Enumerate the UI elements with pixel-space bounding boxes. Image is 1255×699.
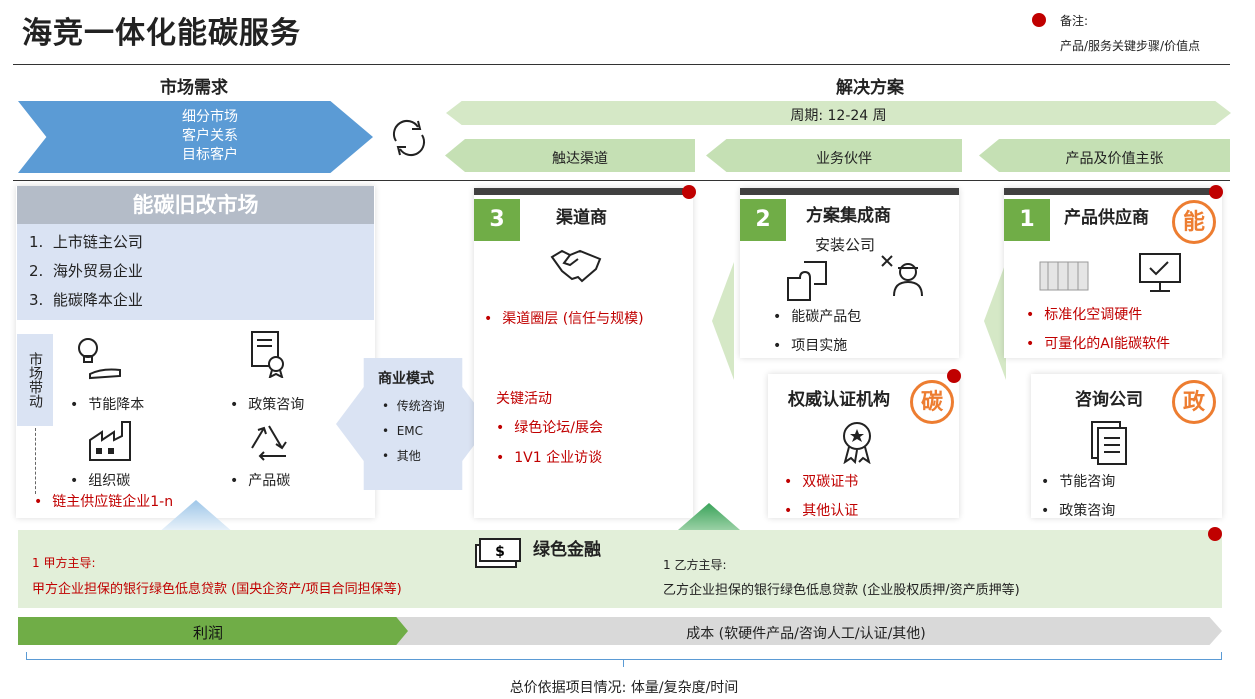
chevron-value-label: 产品及价值主张: [1065, 151, 1164, 167]
supplier-item: 标准化空调硬件: [1026, 304, 1142, 324]
chevron-channel: [445, 139, 695, 172]
market-drive-tab: 市场带动: [17, 334, 53, 426]
certification-item: 双碳证书: [784, 471, 858, 491]
integrator-item: 项目实施: [773, 335, 847, 355]
integrator-title: 方案集成商: [806, 206, 891, 226]
solution-title: 解决方案: [836, 78, 904, 98]
lightbulb-hand-icon: [72, 334, 124, 380]
certification-red-dot: [947, 369, 961, 383]
key-activity-item: 绿色论坛/展会: [496, 417, 603, 437]
party-b-title: 1 乙方主导:: [663, 558, 727, 572]
consulting-item: 节能咨询: [1041, 471, 1115, 491]
channel-red-dot: [682, 185, 696, 199]
demand-item: 细分市场: [182, 109, 238, 125]
money-icon: $: [474, 535, 522, 569]
left-panel-header: 能碳旧改市场: [17, 186, 374, 224]
icon-label: 政策咨询: [230, 394, 304, 414]
supplier-item: 可量化的AI能碳软件: [1026, 333, 1170, 353]
market-demand-title: 市场需求: [160, 78, 228, 98]
key-activities-title: 关键活动: [496, 391, 552, 407]
green-finance-title: 绿色金融: [533, 540, 601, 560]
demand-arrow: [18, 101, 373, 173]
icon-label: 组织碳: [70, 470, 130, 490]
cycle-icon: [388, 117, 430, 159]
note-label: 备注:: [1060, 14, 1089, 28]
chevron-value: [979, 139, 1230, 172]
note-text: 产品/服务关键步骤/价值点: [1060, 39, 1201, 53]
supplier-step-number: 1: [1004, 199, 1050, 241]
business-model-title: 商业模式: [378, 371, 434, 387]
supplier-title: 产品供应商: [1064, 208, 1149, 228]
supply-chain-item: 链主供应链企业1-n: [34, 491, 173, 511]
integrator-item: 能碳产品包: [773, 306, 861, 326]
recycle-icon: [246, 422, 292, 464]
cycle-text: 周期: 12-24 周: [790, 108, 887, 124]
channel-step-number: 3: [474, 199, 520, 241]
channel-top-bar: [474, 188, 683, 195]
left-list-item: 3. 能碳降本企业: [29, 291, 143, 309]
business-model-item: • 其他: [382, 449, 421, 463]
consulting-item: 政策咨询: [1041, 500, 1115, 520]
documents-icon: [1090, 420, 1132, 466]
partner-left-arrow: [712, 262, 734, 380]
green-finance-band: [18, 530, 1222, 608]
key-activity-item: 1V1 企业访谈: [496, 447, 602, 467]
worker-icon: [878, 252, 926, 298]
demand-item: 客户关系: [182, 128, 238, 144]
integrator-step-number: 2: [740, 199, 786, 241]
hvac-unit-icon: [1038, 258, 1090, 292]
integrator-top-bar: [740, 188, 959, 195]
party-a-text: 甲方企业担保的银行绿色低息贷款 (国央企资产/项目合同担保等): [32, 582, 402, 597]
finance-red-dot: [1208, 527, 1222, 541]
header-divider: [13, 180, 1230, 181]
certification-item: 其他认证: [784, 500, 858, 520]
award-icon: [837, 420, 877, 464]
puzzle-icon: [784, 258, 830, 302]
left-list-item: 2. 海外贸易企业: [29, 262, 143, 280]
note-red-dot: [1032, 13, 1046, 27]
carbon-badge: 碳: [910, 380, 954, 424]
channel-title: 渠道商: [556, 208, 607, 228]
left-list-item: 1. 上市链主公司: [29, 233, 143, 251]
supplier-red-dot: [1209, 185, 1223, 199]
left-list-box: [17, 224, 374, 320]
business-model-list: • 传统咨询 • EMC • 其他: [382, 394, 445, 469]
channel-circle-item: 渠道圈层 (信任与规模): [484, 308, 643, 328]
cycle-band: [446, 101, 1231, 125]
total-bracket: [26, 652, 1222, 660]
top-divider: [13, 64, 1230, 65]
integrator-subtitle: 安装公司: [815, 236, 876, 254]
certification-title: 权威认证机构: [788, 390, 890, 410]
icon-label: 产品碳: [230, 470, 290, 490]
page-title: 海竞一体化能碳服务: [22, 16, 301, 51]
chevron-partners-label: 业务伙伴: [816, 151, 872, 167]
cost-text: 成本 (软硬件产品/咨询人工/认证/其他): [686, 626, 926, 642]
icon-label: 节能降本: [70, 394, 144, 414]
svg-text:$: $: [495, 544, 505, 560]
chevron-partners: [706, 139, 962, 172]
profit-arrow: [18, 617, 408, 645]
party-a-title: 1 甲方主导:: [32, 556, 96, 570]
demand-item: 目标客户: [182, 147, 238, 163]
business-model-item: • EMC: [382, 424, 424, 438]
energy-badge: 能: [1172, 200, 1216, 244]
supplier-left-arrow: [984, 262, 1006, 380]
handshake-icon: [550, 245, 602, 285]
total-price-text: 总价依据项目情况: 体量/复杂度/时间: [509, 680, 739, 696]
cost-arrow: [390, 617, 1222, 645]
business-model-item: • 传统咨询: [382, 399, 445, 413]
total-bracket-tick: [623, 659, 624, 667]
supplier-top-bar: [1004, 188, 1212, 195]
certificate-icon: [248, 330, 288, 378]
demand-items: 细分市场 客户关系 目标客户: [110, 108, 310, 165]
profit-text: 利润: [192, 624, 223, 642]
consulting-title: 咨询公司: [1075, 390, 1143, 410]
party-b-text: 乙方企业担保的银行绿色低息贷款 (企业股权质押/资产质押等): [663, 583, 1020, 598]
policy-badge: 政: [1172, 380, 1216, 424]
monitor-check-icon: [1136, 252, 1184, 294]
market-drive-line: [35, 428, 36, 494]
chevron-channel-label: 触达渠道: [552, 151, 608, 167]
factory-icon: [88, 418, 136, 462]
